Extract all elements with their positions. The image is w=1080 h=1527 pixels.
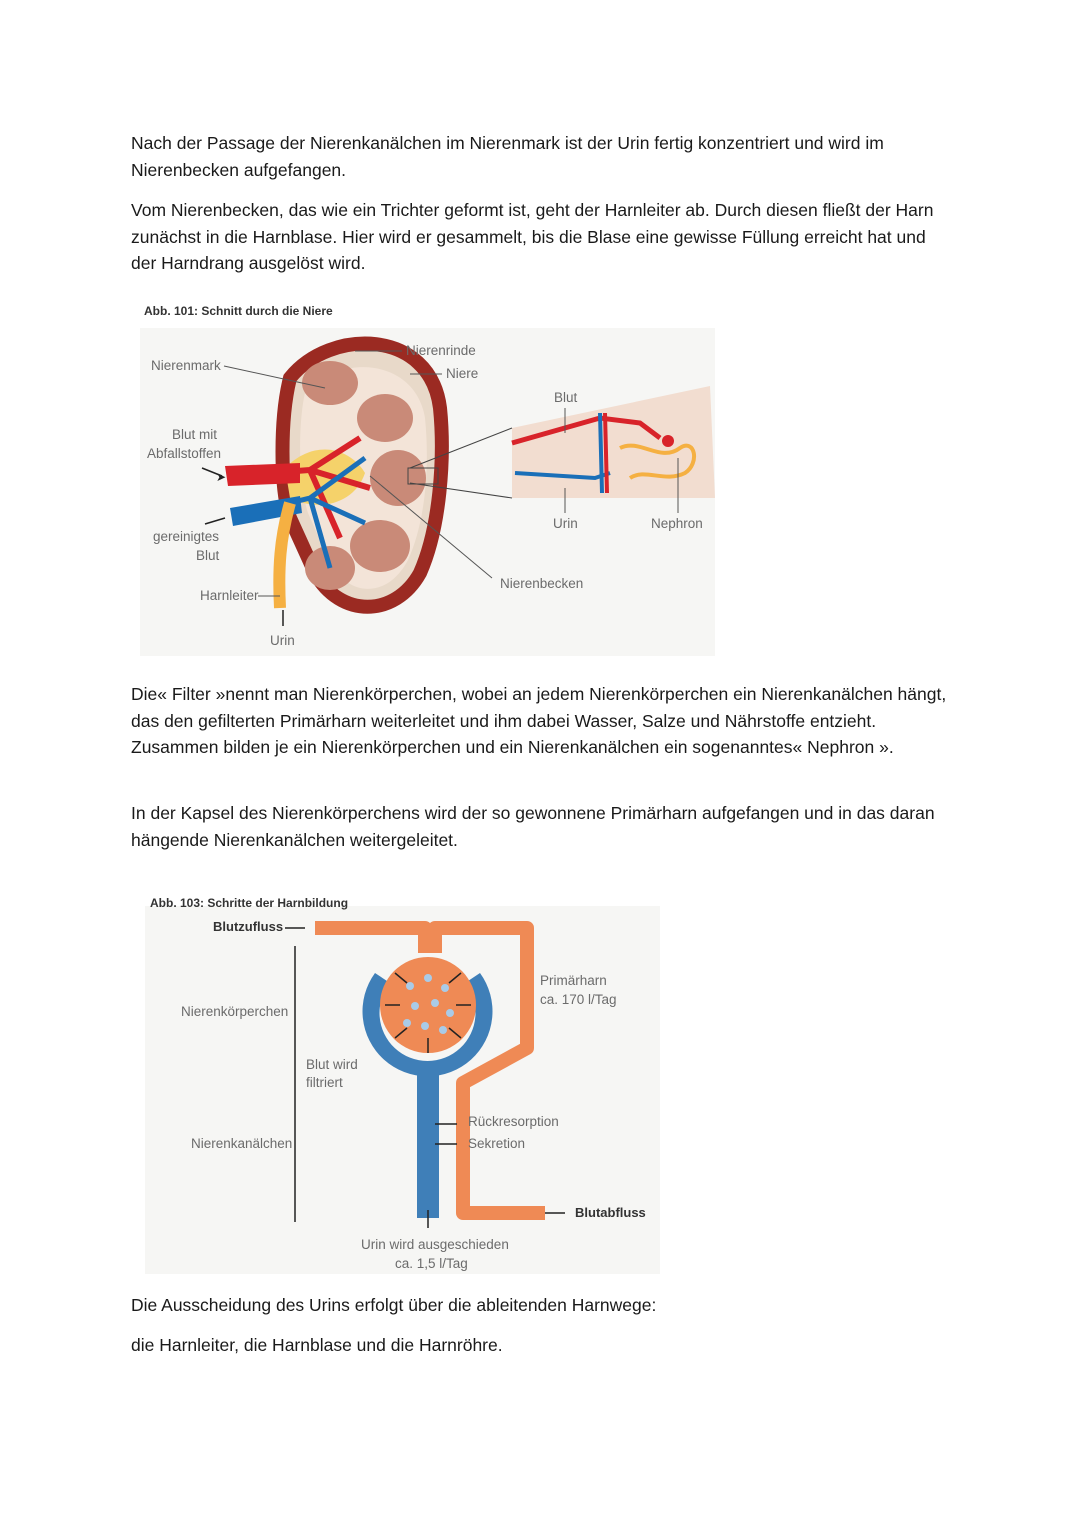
label-gereinigtes-blut: Blut (196, 548, 220, 563)
label-nierenkanaelchen: Nierenkanälchen (191, 1136, 292, 1151)
label-gereinigtes: gereinigtes (153, 529, 219, 544)
label-blut-mit: Blut mit (172, 427, 217, 442)
tubule (417, 1068, 439, 1218)
label-filtriert: filtriert (306, 1075, 343, 1090)
paragraph-6: die Harnleiter, die Harnblase und die Ha… (131, 1335, 503, 1355)
label-nierenrinde: Nierenrinde (406, 343, 476, 358)
figure-caption-2: Abb. 103: Schritte der Harnbildung (150, 896, 348, 910)
label-urin: Urin (270, 633, 295, 648)
label-primaerharn: Primärharn (540, 973, 607, 988)
blood-flow-path (315, 921, 545, 1220)
label-primaerharn-menge: ca. 170 l/Tag (540, 992, 617, 1007)
paragraph-4: In der Kapsel des Nierenkörperchens wird… (131, 803, 935, 850)
figure-caption: Abb. 101: Schnitt durch die Niere (144, 304, 333, 318)
label-nierenbecken: Nierenbecken (500, 576, 583, 591)
label-blut: Blut (554, 390, 578, 405)
label-nephron: Nephron (651, 516, 703, 531)
paragraph-1: Nach der Passage der Nierenkanälchen im … (131, 133, 884, 180)
paragraph-5: Die Ausscheidung des Urins erfolgt über … (131, 1295, 657, 1315)
label-abfallstoffen: Abfallstoffen (147, 446, 221, 461)
paragraph-3: Die« Filter »nennt man Nierenkörperchen,… (131, 684, 947, 757)
label-niere: Niere (446, 366, 478, 381)
label-rueckresorption: Rückresorption (468, 1114, 559, 1129)
label-urin-menge: ca. 1,5 l/Tag (395, 1256, 468, 1271)
kidney-illustration (225, 336, 449, 614)
label-blut-wird: Blut wird (306, 1057, 358, 1072)
label-urin-detail: Urin (553, 516, 578, 531)
paragraph-2: Vom Nierenbecken, das wie ein Trichter g… (131, 200, 934, 273)
label-nierenmark: Nierenmark (151, 358, 221, 373)
label-urin-ausgeschieden: Urin wird ausgeschieden (361, 1237, 509, 1252)
label-sekretion: Sekretion (468, 1136, 525, 1151)
harnbildung-figure: Abb. 103: Schritte der Harnbildung Blutz… (145, 888, 665, 1276)
kidney-figure: Abb. 101: Schnitt durch die Niere (140, 298, 720, 658)
label-harnleiter: Harnleiter (200, 588, 259, 603)
bowman-capsule (362, 973, 493, 1077)
label-blutzufluss: Blutzufluss (213, 919, 283, 934)
arrow-in-icon: ➤ (216, 470, 226, 484)
nephron-detail (407, 386, 715, 499)
label-nierenkoerperchen: Nierenkörperchen (181, 1004, 288, 1019)
label-blutabfluss: Blutabfluss (575, 1205, 646, 1220)
